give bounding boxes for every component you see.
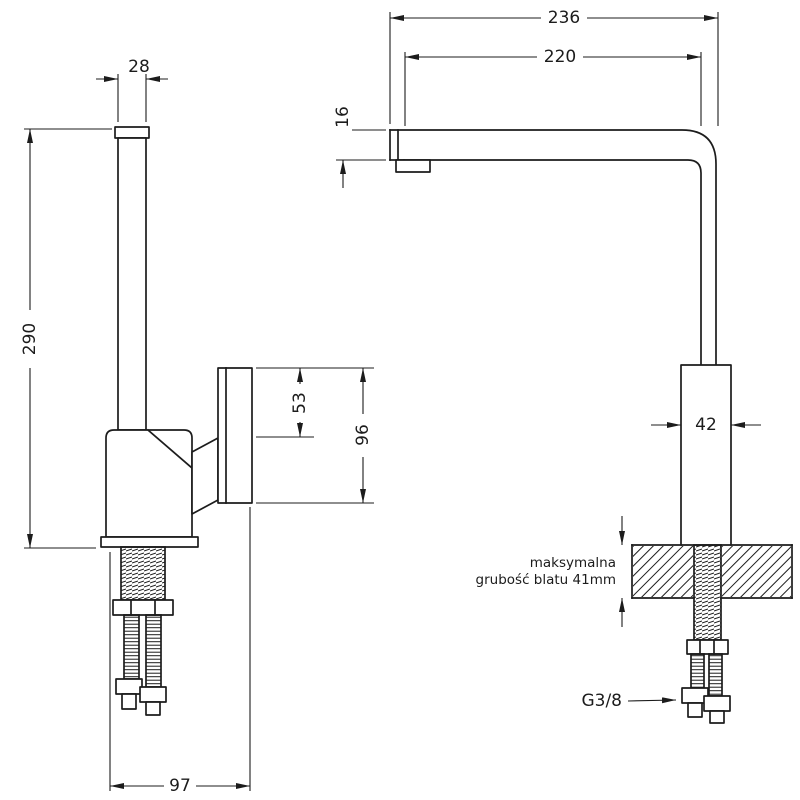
thread-size-callout: G3/8 xyxy=(581,691,677,711)
threaded-shank xyxy=(120,546,166,601)
mixer-body xyxy=(105,429,193,538)
spout-column xyxy=(117,137,147,431)
base-flange xyxy=(100,536,199,548)
dim-total-height: 290 xyxy=(20,128,112,549)
dim-body-height-label: 96 xyxy=(353,424,373,446)
hose-connector-tip xyxy=(709,710,725,724)
countertop-hatch xyxy=(722,546,791,597)
dim-reach-inner: 220 xyxy=(404,47,702,126)
label-backing xyxy=(334,100,352,134)
dim-body-width-label: 42 xyxy=(695,415,717,435)
hose-connector xyxy=(703,695,731,712)
dim-spout-width-label: 28 xyxy=(128,57,150,77)
body-detail-line xyxy=(146,428,194,470)
dim-total-height-label: 290 xyxy=(20,323,40,355)
hose-connector-tip xyxy=(687,702,703,718)
dim-handle-and-body: 53 96 xyxy=(256,367,374,504)
faucet-side-view xyxy=(100,126,253,716)
countertop-hatch xyxy=(633,546,693,597)
label-backing xyxy=(689,416,724,434)
label-backing xyxy=(164,777,196,795)
handle-joint xyxy=(191,437,219,515)
dim-base-width: 97 xyxy=(109,507,251,796)
spout-cap xyxy=(114,126,150,139)
aerator xyxy=(395,159,431,173)
dim-base-width-label: 97 xyxy=(169,776,191,796)
countertop-section xyxy=(631,544,793,599)
label-backing xyxy=(291,384,309,422)
faucet-front-view xyxy=(389,129,732,724)
dim-spout-thickness: 16 xyxy=(333,100,386,188)
leader-line xyxy=(627,697,677,704)
handle-lever xyxy=(217,367,253,504)
hose-connector xyxy=(115,678,143,695)
countertop-note-line1: maksymalna xyxy=(530,555,616,571)
dim-reach-total: 236 xyxy=(389,8,719,126)
dim-spout-width: 28 xyxy=(96,57,168,122)
label-backing xyxy=(541,9,587,27)
supply-hose xyxy=(123,614,140,680)
label-backing xyxy=(354,414,372,457)
dim-body-width: 42 xyxy=(651,415,761,435)
supply-hose xyxy=(690,653,705,689)
countertop-note-line2: grubość blatu 41mm xyxy=(476,572,616,588)
mounting-nut xyxy=(112,599,174,616)
mounting-nut xyxy=(686,639,729,655)
thread-size-label: G3/8 xyxy=(581,691,622,711)
supply-hose xyxy=(145,614,162,688)
supply-hose xyxy=(708,653,723,697)
hose-connector-tip xyxy=(145,701,161,716)
hose-connector xyxy=(139,686,167,703)
spout-inner-profile xyxy=(403,159,702,366)
hose-connector-tip xyxy=(121,693,137,710)
spout-outer-profile xyxy=(389,129,717,366)
dim-handle-length-label: 53 xyxy=(290,392,310,414)
dim-reach-total-label: 236 xyxy=(548,8,580,28)
dim-spout-thickness-label: 16 xyxy=(333,106,353,128)
label-backing xyxy=(537,48,583,66)
mixer-body xyxy=(680,364,732,546)
threaded-shank xyxy=(693,544,722,641)
dim-reach-inner-label: 220 xyxy=(544,47,576,67)
label-backing xyxy=(21,310,39,368)
dim-countertop-thickness: maksymalna grubość blatu 41mm xyxy=(476,516,625,627)
